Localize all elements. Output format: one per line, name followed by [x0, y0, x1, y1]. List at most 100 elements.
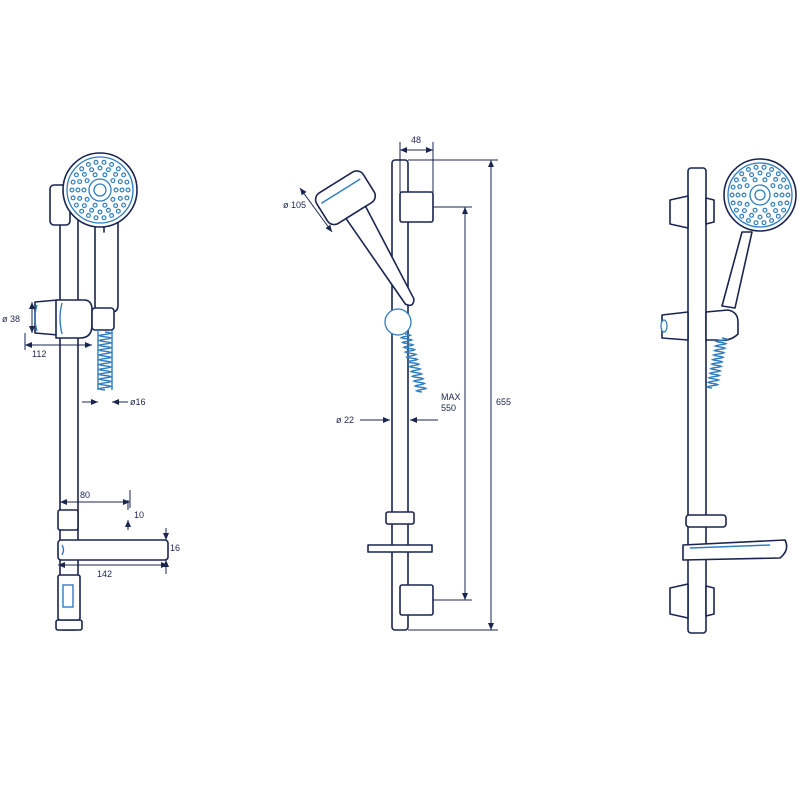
- spray-nozzle: [770, 201, 776, 207]
- bottom-bracket: [57, 574, 81, 621]
- spray-nozzle: [84, 178, 90, 184]
- dim-hose-diameter: ø16: [130, 397, 146, 407]
- tray-clamp: [385, 511, 415, 525]
- dim-head-diameter: ø 105: [283, 200, 306, 210]
- dim-bracket-depth: 48: [411, 135, 421, 145]
- spray-nozzle: [745, 167, 751, 173]
- spray-nozzle: [92, 172, 98, 178]
- dim-bar-diameter: ø 22: [336, 415, 354, 425]
- angled-shower: [314, 170, 415, 307]
- dim-max-label: MAX: [441, 392, 461, 402]
- spray-nozzle: [773, 192, 779, 198]
- spray-nozzle: [113, 187, 119, 193]
- spray-nozzle: [730, 184, 736, 190]
- dim-max-value: 550: [441, 403, 456, 413]
- left-side-view: ø 38 112 ø16 80 10 16 142: [2, 152, 180, 631]
- spray-nozzle: [761, 164, 767, 170]
- tray-highlight: [61, 544, 65, 556]
- spray-nozzle: [79, 208, 85, 214]
- dim-tray-inner-width: 80: [80, 490, 90, 500]
- rail-end-cap: [55, 619, 83, 631]
- spray-nozzles: [729, 164, 791, 226]
- hose-coil: [705, 337, 729, 389]
- spray-nozzle: [117, 179, 123, 185]
- spray-nozzle: [124, 179, 130, 185]
- handle-profile: [345, 205, 415, 307]
- spray-nozzle: [105, 207, 111, 213]
- spray-nozzle: [70, 195, 76, 201]
- spray-nozzle: [121, 202, 127, 208]
- spray-nozzle: [744, 183, 750, 189]
- center-front-view: 48 ø 105 ø 22 MAX 550 655: [283, 135, 511, 631]
- spray-nozzle: [745, 218, 751, 224]
- dim-tray-height-small: 10: [134, 510, 144, 520]
- spray-nozzle: [739, 213, 745, 219]
- spray-nozzle: [779, 192, 785, 198]
- spray-nozzle: [102, 202, 108, 208]
- spray-nozzle: [105, 167, 111, 173]
- spray-nozzle: [101, 159, 107, 165]
- bottom-bracket: [399, 584, 434, 616]
- spray-nozzle: [769, 218, 775, 224]
- top-bracket: [399, 191, 434, 223]
- tray-clamp: [685, 514, 727, 528]
- spray-nozzle: [113, 171, 119, 177]
- rail-bar: [687, 167, 707, 634]
- hose-connector: [91, 307, 115, 331]
- spray-nozzle: [753, 220, 759, 226]
- spray-nozzle: [125, 187, 131, 193]
- shower-handle: [721, 231, 753, 309]
- slider-knob: [34, 299, 59, 336]
- spray-nozzle: [749, 212, 755, 218]
- spray-nozzle: [89, 167, 95, 173]
- spray-nozzle: [773, 208, 779, 214]
- spray-nozzle: [737, 200, 743, 206]
- spray-nozzle: [775, 171, 781, 177]
- spray-nozzle: [769, 167, 775, 173]
- dim-line-head-diameter: [299, 187, 333, 233]
- bottom-bracket-left: [669, 583, 689, 619]
- spray-nozzle: [75, 187, 81, 193]
- spray-nozzle: [777, 184, 783, 190]
- spray-nozzle: [117, 195, 123, 201]
- spray-nozzle: [81, 203, 87, 209]
- bottom-bracket-detail: [62, 584, 74, 608]
- spray-nozzle: [757, 214, 763, 220]
- spray-nozzle: [775, 213, 781, 219]
- spray-nozzle: [97, 165, 103, 171]
- dim-slider-diameter: ø 38: [2, 314, 20, 324]
- spray-nozzle: [93, 159, 99, 165]
- spray-nozzle: [737, 184, 743, 190]
- slider-highlight: [59, 302, 63, 335]
- spray-nozzle: [119, 187, 125, 193]
- center-spray-core: [93, 183, 107, 197]
- spray-nozzle: [741, 208, 747, 214]
- spray-nozzle: [69, 187, 75, 193]
- spray-nozzle: [739, 171, 745, 177]
- spray-nozzle: [773, 176, 779, 182]
- spray-nozzle: [741, 176, 747, 182]
- spray-nozzle: [729, 192, 735, 198]
- spray-nozzle: [784, 184, 790, 190]
- center-spray-core: [754, 189, 766, 201]
- spray-nozzle: [115, 208, 121, 214]
- tray-highlight: [689, 544, 771, 549]
- spray-nozzle: [73, 172, 79, 178]
- hose-coil: [399, 333, 428, 393]
- dim-slider-depth: 112: [32, 349, 46, 359]
- spray-nozzle: [73, 202, 79, 208]
- spray-nozzle: [765, 212, 771, 218]
- right-perspective-view: [660, 158, 797, 634]
- top-bracket-right: [705, 197, 715, 225]
- spray-nozzle: [84, 196, 90, 202]
- spray-nozzle: [81, 187, 87, 193]
- bottom-bracket-right: [705, 585, 715, 617]
- tray-upper-clamp: [57, 509, 79, 531]
- spray-nozzle: [115, 166, 121, 172]
- rail-bar: [59, 184, 79, 631]
- top-bracket-left: [669, 195, 689, 229]
- spray-nozzle: [765, 172, 771, 178]
- spray-nozzle: [109, 213, 115, 219]
- spray-nozzle: [77, 195, 83, 201]
